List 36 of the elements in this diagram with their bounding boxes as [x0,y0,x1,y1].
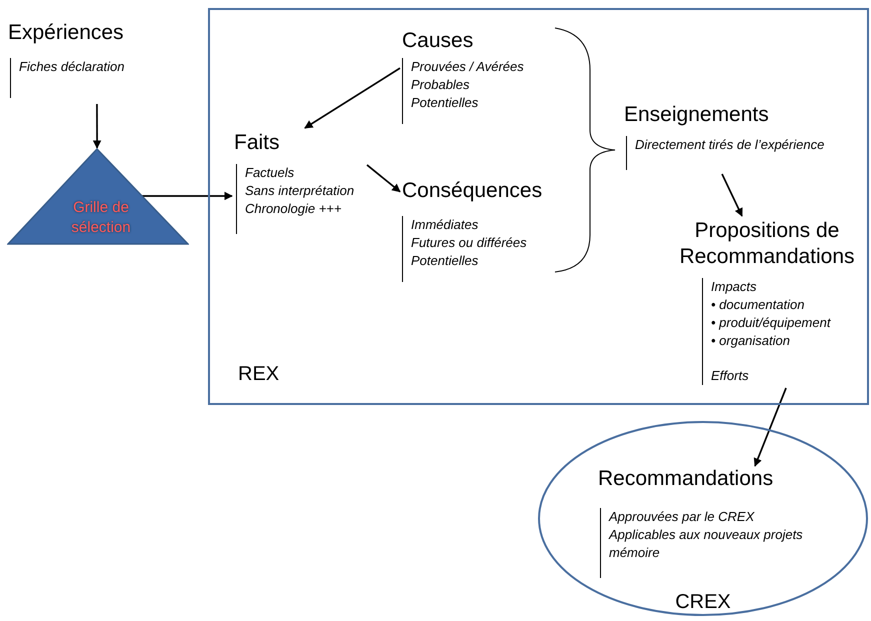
list-item: Sans interprétation [245,182,354,200]
list-item: Efforts [711,367,750,385]
rex-frame [208,8,869,405]
ellipse-label: CREX [675,590,731,614]
arrow [92,104,102,149]
list-item: mémoire [609,544,661,562]
heading: Enseignements [624,102,769,128]
heading: Conséquences [402,178,542,204]
list-item: Chronologie +++ [245,200,342,218]
arrow [366,164,401,192]
list-item: Probables [411,76,471,94]
list-item: Directement tirés de l’expérience [635,136,824,154]
heading: Causes [402,28,474,54]
heading: Faits [234,130,280,156]
shape-label: Grille de sélection [70,198,132,238]
list-item: Potentielles [411,252,480,270]
list-item: • organisation [711,332,791,350]
list-item: • documentation [711,296,806,314]
list-item: Potentielles [411,94,480,112]
heading: Recommandations [598,466,774,492]
list-item: Approuvées par le CREX [609,508,756,526]
list-item: Futures ou différées [411,234,527,252]
frame-label: REX [238,362,280,387]
list-item: Impacts [711,278,758,296]
arrow [142,192,233,200]
arrow [721,174,743,217]
heading: Propositions de Recommandations [678,218,856,270]
list-item: Fiches déclaration [19,58,124,76]
arrow [304,67,400,129]
list-item: Applicables aux nouveaux projets [609,526,803,544]
heading: Expériences [8,20,124,46]
list-item: Immédiates [411,216,480,234]
list-item: Factuels [245,164,296,182]
arrow [754,388,787,467]
list-item: • produit/équipement [711,314,830,332]
list-item: Prouvées / Avérées [411,58,524,76]
